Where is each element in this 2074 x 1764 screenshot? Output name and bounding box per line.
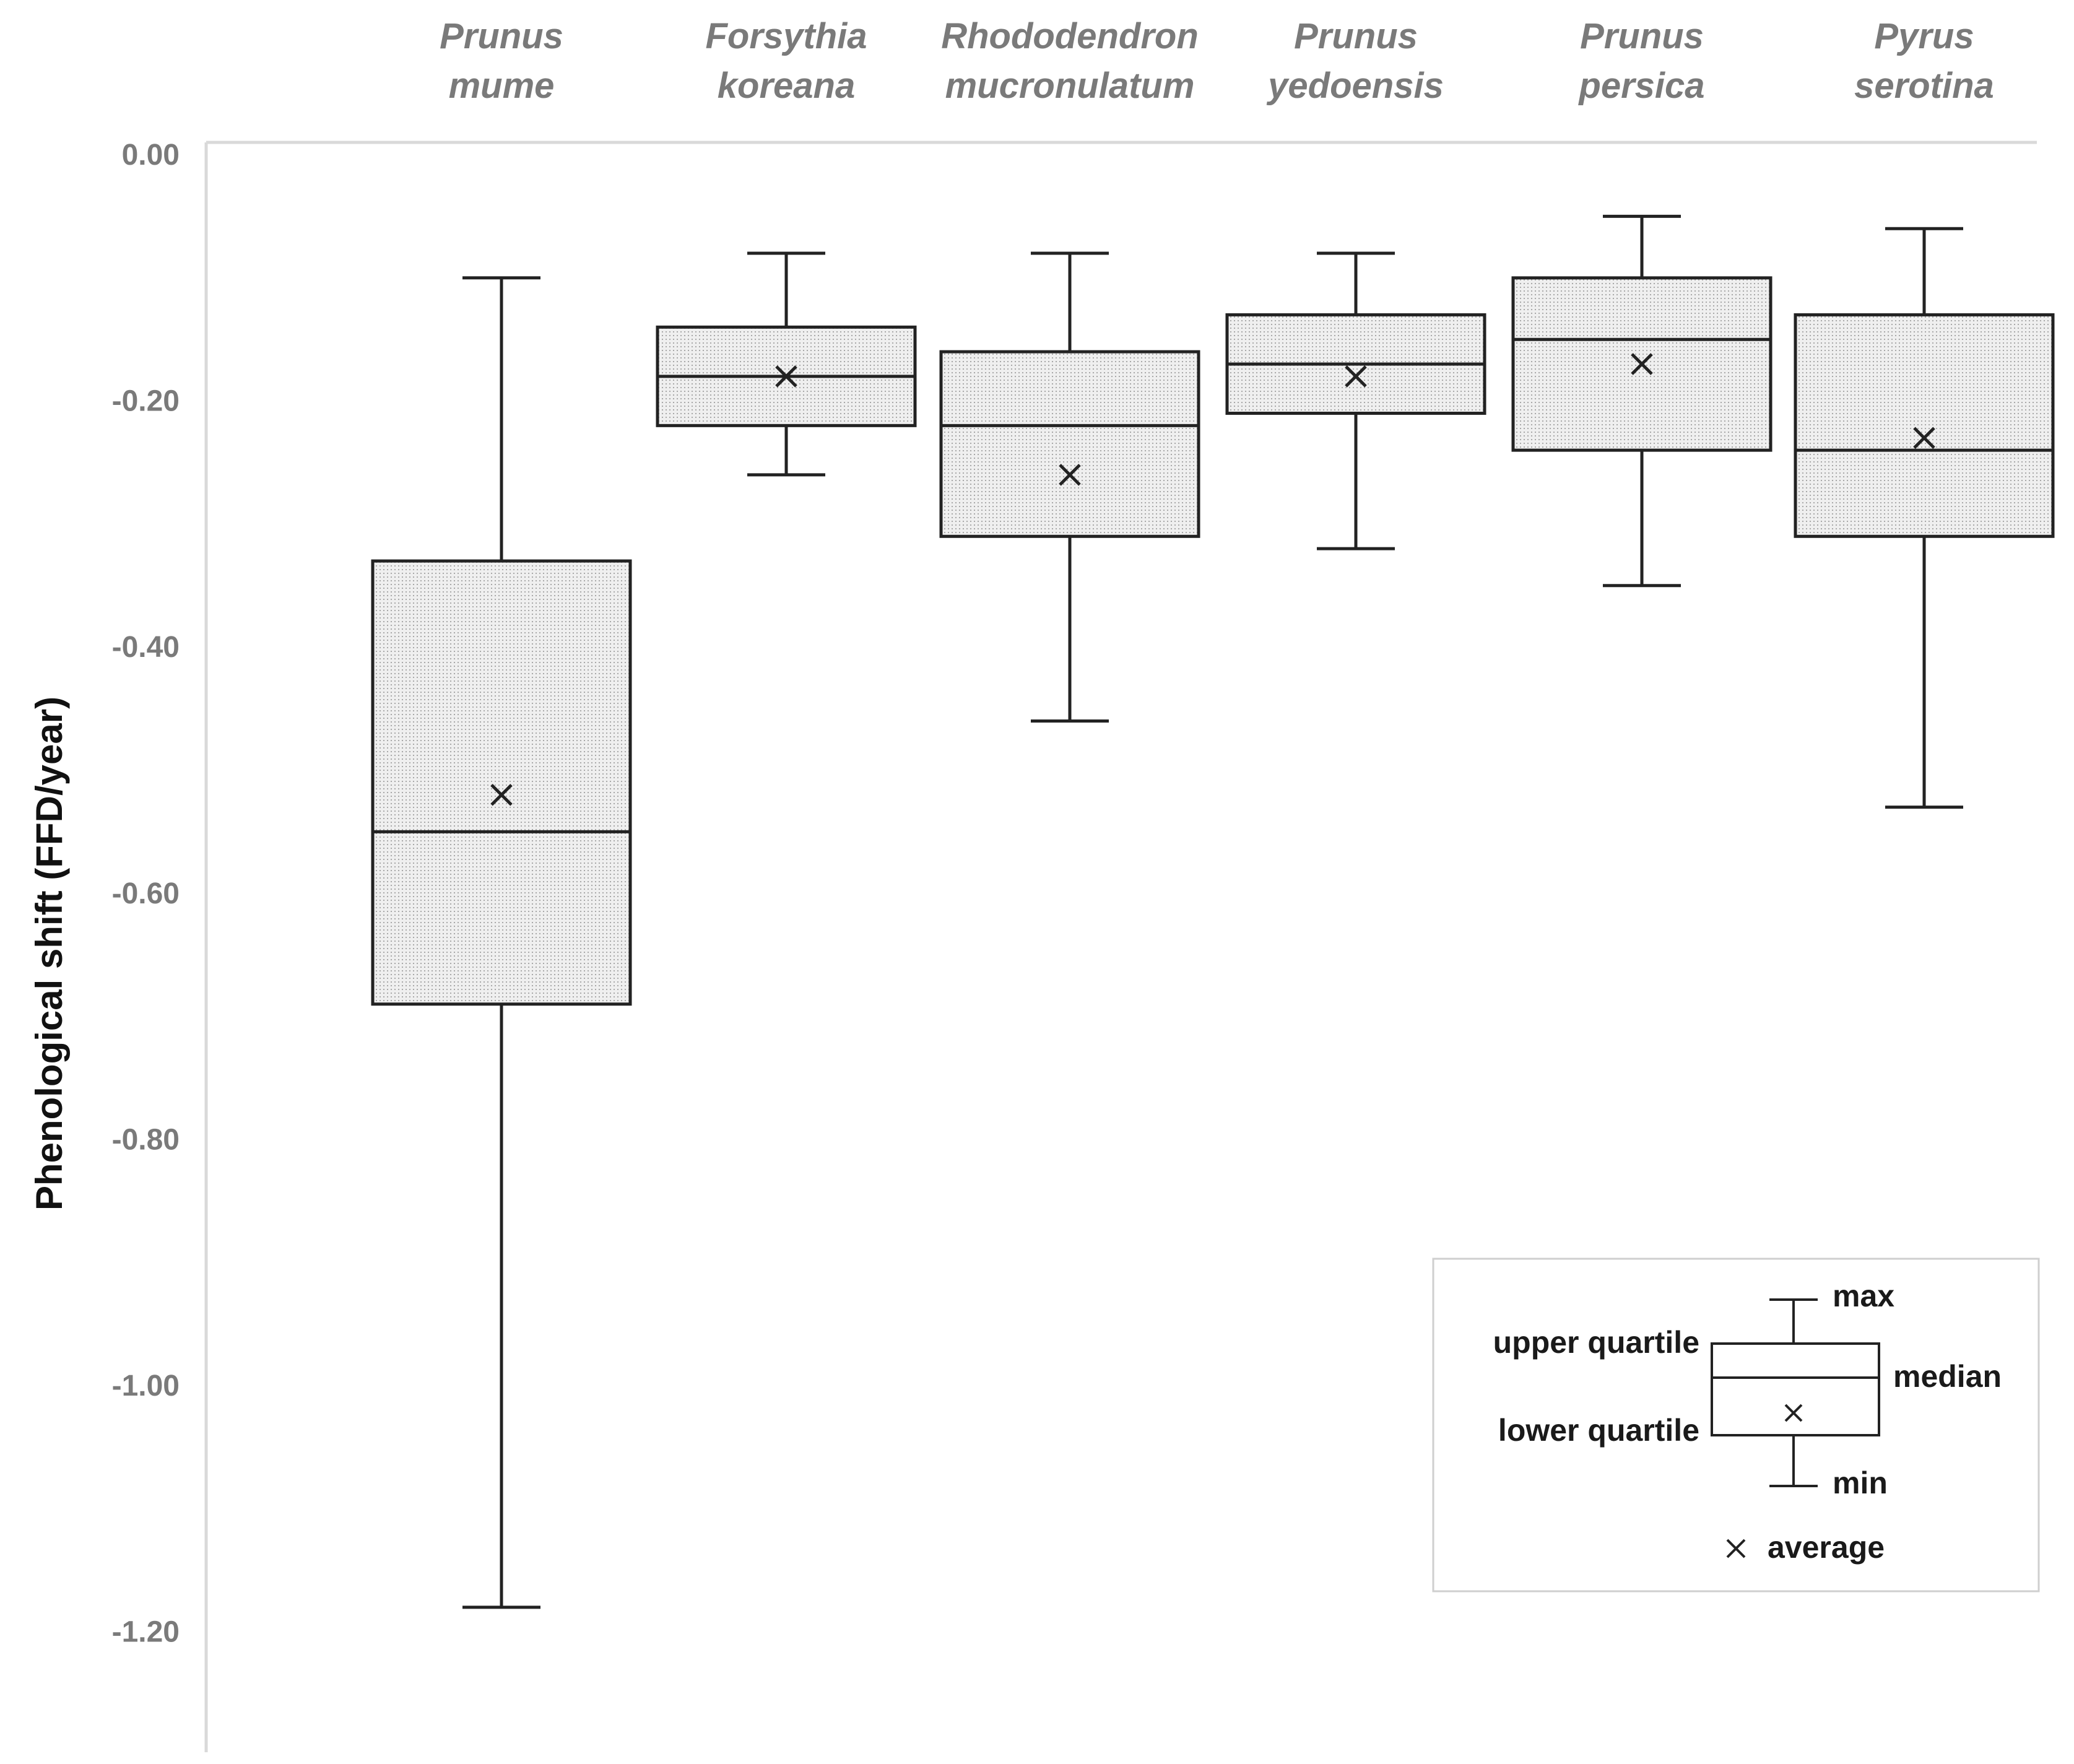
category-label: persica	[1577, 66, 1704, 106]
legend-mean-marker	[1784, 1404, 1803, 1422]
axes-layer	[204, 141, 2037, 1752]
y-tick-label: 0.00	[122, 139, 180, 172]
iqr-box	[1794, 313, 2055, 538]
legend-min-label: min	[1833, 1466, 1888, 1500]
mean-marker	[775, 365, 797, 388]
box-group	[371, 276, 632, 1609]
legend-upper-quartile-label: upper quartile	[1493, 1325, 1699, 1360]
box-group	[1794, 227, 2055, 809]
category-label: Prunus	[1294, 16, 1418, 56]
y-tick-label: -0.80	[112, 1123, 180, 1156]
category-label: yedoensis	[1266, 66, 1444, 106]
category-label: Pyrus	[1874, 16, 1974, 56]
iqr-box	[371, 559, 632, 1006]
legend-lower-quartile-label: lower quartile	[1498, 1413, 1699, 1448]
y-tick-label: -0.20	[112, 385, 180, 418]
y-tick-label: -1.00	[112, 1370, 180, 1402]
legend-average-label: average	[1768, 1530, 1885, 1565]
category-label: koreana	[718, 66, 855, 106]
y-tick-label: -0.40	[112, 631, 180, 664]
mean-marker	[1345, 365, 1367, 388]
mean-marker	[1913, 427, 1935, 450]
y-tick-label: -1.20	[112, 1616, 180, 1649]
legend-average-marker	[1726, 1539, 1746, 1558]
y-tick-labels: 0.00 -0.20 -0.40 -0.60 -0.80 -1.00 -1.20	[112, 139, 180, 1649]
category-label: mucronulatum	[945, 66, 1195, 106]
legend-box	[1711, 1342, 1880, 1436]
iqr-box	[939, 350, 1200, 538]
category-label: Forsythia	[705, 16, 867, 56]
legend: max upper quartile median lower quartile…	[1432, 1258, 2040, 1592]
box-series	[371, 214, 2055, 1609]
mean-marker	[1059, 464, 1081, 486]
box-group	[656, 251, 917, 477]
y-axis-label: Phenological shift (FFD/year)	[28, 697, 70, 1210]
category-label: Prunus	[440, 16, 563, 56]
box-group	[1511, 214, 1772, 588]
box-group	[939, 251, 1200, 723]
category-label: Rhododendron	[941, 16, 1199, 56]
category-label: serotina	[1854, 66, 1994, 106]
category-label: mume	[449, 66, 555, 106]
category-label: Prunus	[1580, 16, 1704, 56]
mean-marker	[1631, 353, 1653, 375]
box-group	[1225, 251, 1486, 550]
legend-median-label: median	[1893, 1359, 2002, 1394]
legend-max-label: max	[1833, 1279, 1894, 1313]
y-tick-label: -0.60	[112, 877, 180, 910]
mean-marker	[490, 783, 513, 806]
category-labels: Prunus mume Forsythia koreana Rhododendron mu…	[440, 16, 1994, 106]
